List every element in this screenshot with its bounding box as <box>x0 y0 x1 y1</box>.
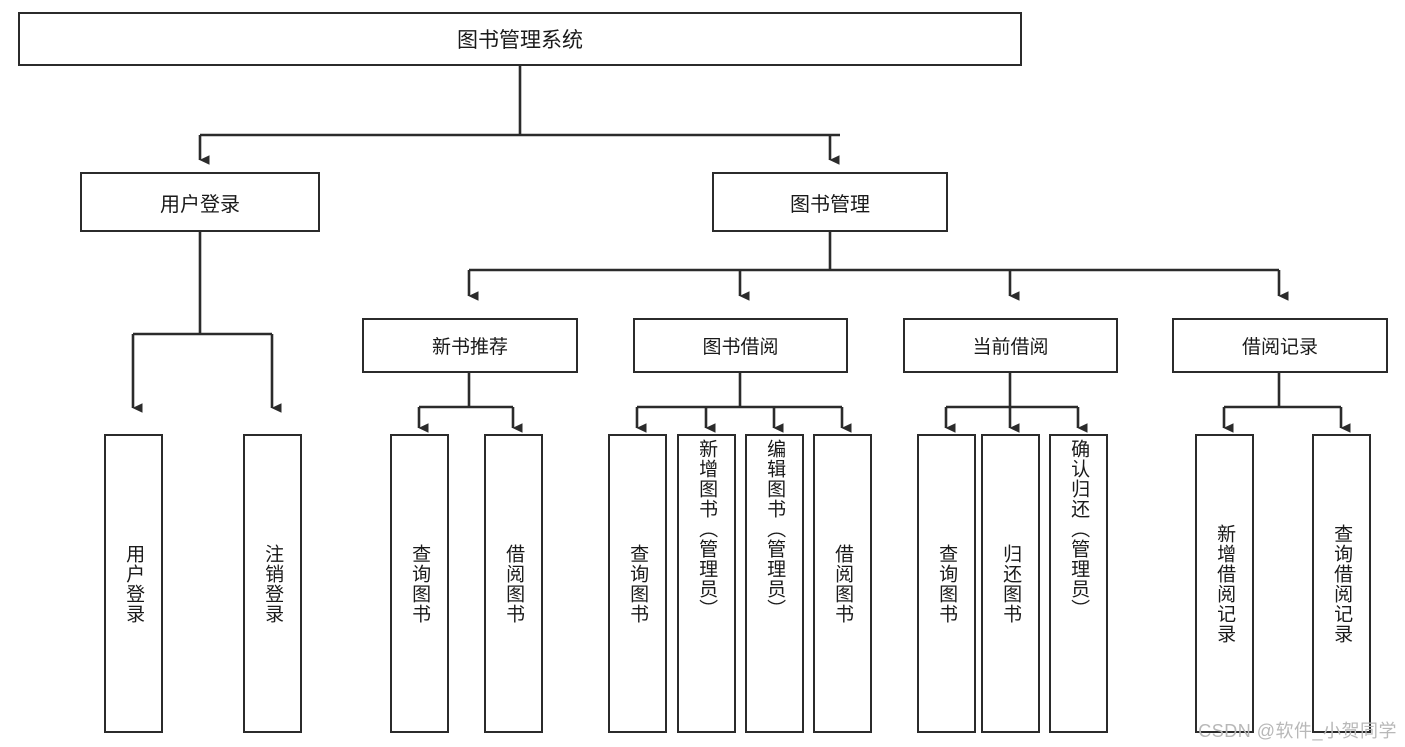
node-leaf-borrow-book-2[interactable]: 借阅图书 <box>813 434 872 733</box>
node-leaf-borrow-book-1-label: 借阅图书 <box>503 543 525 624</box>
node-leaf-edit-book-label: 编辑图书（管理员） <box>764 439 786 619</box>
node-leaf-borrow-book-2-label: 借阅图书 <box>832 543 854 624</box>
node-leaf-add-book-label: 新增图书（管理员） <box>696 439 718 619</box>
node-book-borrow-label: 图书借阅 <box>702 337 779 358</box>
node-leaf-query-book-1[interactable]: 查询图书 <box>390 434 449 733</box>
node-leaf-logout-label: 注销登录 <box>262 543 284 624</box>
node-leaf-query-book-2[interactable]: 查询图书 <box>608 434 667 733</box>
node-borrow-record-label: 借阅记录 <box>1241 337 1318 358</box>
node-user-login-label: 用户登录 <box>160 193 240 216</box>
node-leaf-return-book[interactable]: 归还图书 <box>981 434 1040 733</box>
node-leaf-add-book[interactable]: 新增图书（管理员） <box>677 434 736 733</box>
node-current-borrow[interactable]: 当前借阅 <box>903 318 1118 373</box>
node-leaf-user-login-label: 用户登录 <box>123 543 145 624</box>
node-leaf-query-record[interactable]: 查询借阅记录 <box>1312 434 1371 733</box>
node-leaf-borrow-book-1[interactable]: 借阅图书 <box>484 434 543 733</box>
node-leaf-query-book-2-label: 查询图书 <box>627 543 649 624</box>
node-leaf-query-record-label: 查询借阅记录 <box>1331 523 1353 644</box>
node-leaf-confirm-return-label: 确认归还（管理员） <box>1068 439 1090 619</box>
node-leaf-add-record-label: 新增借阅记录 <box>1214 523 1236 644</box>
node-borrow-record[interactable]: 借阅记录 <box>1172 318 1388 373</box>
node-leaf-user-login[interactable]: 用户登录 <box>104 434 163 733</box>
node-leaf-return-book-label: 归还图书 <box>1000 543 1022 624</box>
node-current-borrow-label: 当前借阅 <box>972 337 1049 358</box>
node-book-management-label: 图书管理 <box>790 193 870 216</box>
node-user-login[interactable]: 用户登录 <box>80 172 320 232</box>
node-book-borrow[interactable]: 图书借阅 <box>633 318 848 373</box>
node-leaf-add-record[interactable]: 新增借阅记录 <box>1195 434 1254 733</box>
node-book-management[interactable]: 图书管理 <box>712 172 948 232</box>
node-new-book-recommend[interactable]: 新书推荐 <box>362 318 578 373</box>
node-leaf-confirm-return[interactable]: 确认归还（管理员） <box>1049 434 1108 733</box>
node-leaf-query-book-1-label: 查询图书 <box>409 543 431 624</box>
node-leaf-logout[interactable]: 注销登录 <box>243 434 302 733</box>
watermark-text: CSDN @软件_小贺同学 <box>1198 721 1397 741</box>
node-new-book-recommend-label: 新书推荐 <box>431 337 508 358</box>
node-root-label: 图书管理系统 <box>457 29 583 52</box>
node-leaf-query-book-3[interactable]: 查询图书 <box>917 434 976 733</box>
node-leaf-query-book-3-label: 查询图书 <box>936 543 958 624</box>
node-root[interactable]: 图书管理系统 <box>18 12 1022 66</box>
node-leaf-edit-book[interactable]: 编辑图书（管理员） <box>745 434 804 733</box>
